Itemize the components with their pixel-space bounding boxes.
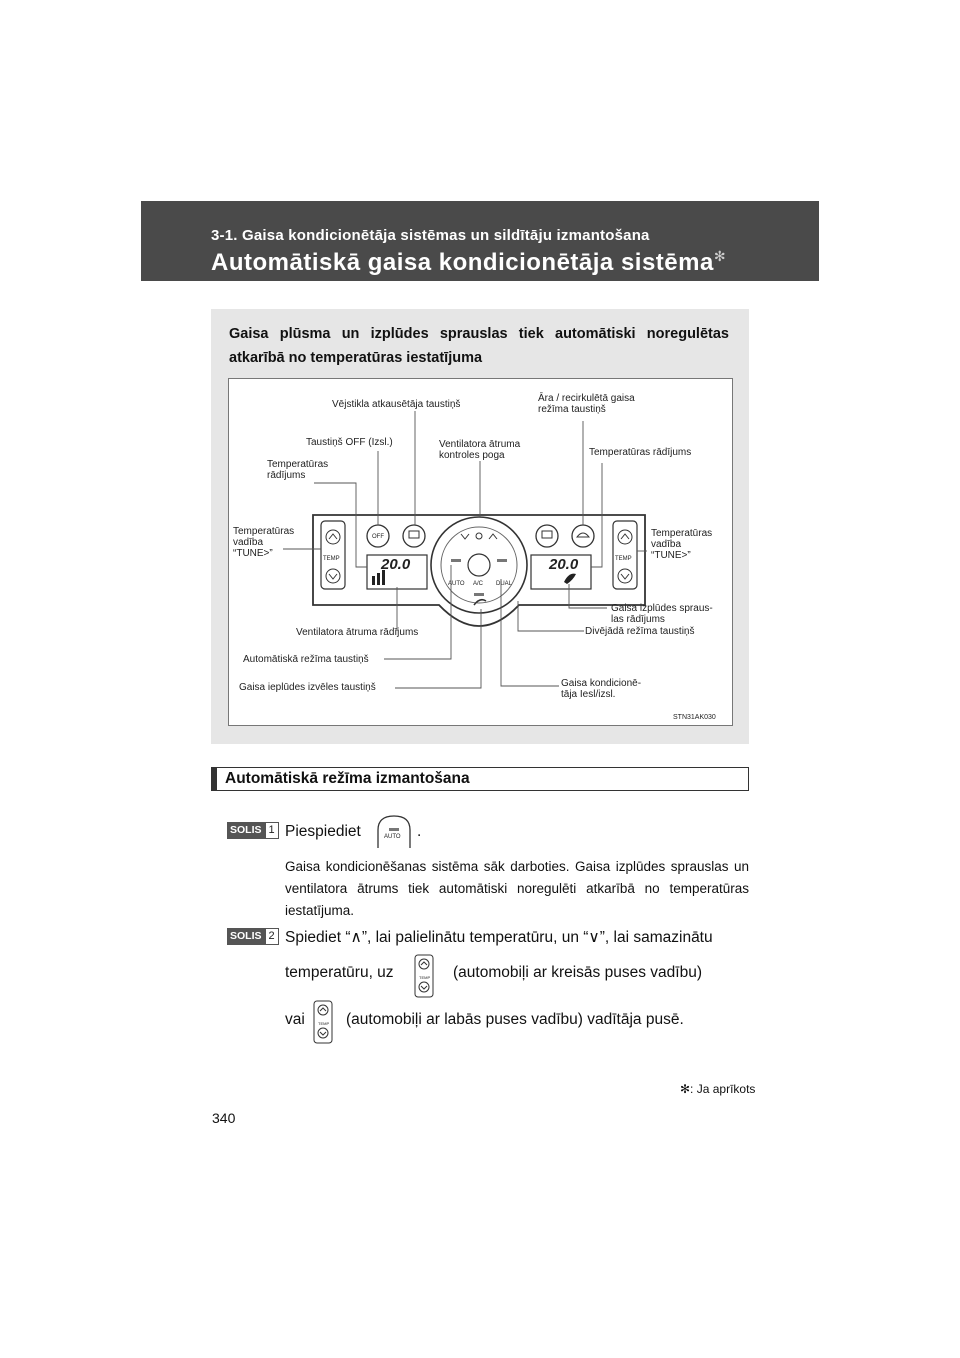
page-title-text: Automātiskā gaisa kondicionētāja sistēma <box>211 249 714 276</box>
label-ac: Gaisa kondicionē- tāja Iesl/izsl. <box>561 678 642 700</box>
label-temp-control-right: Temperatūras vadība “TUNE>” <box>651 528 713 561</box>
panel-off-text: OFF <box>372 534 384 540</box>
panel-left-temp-readout: 20.0 <box>381 556 411 573</box>
label-dual: Divējādā režīma taustiņš <box>585 626 695 637</box>
panel-right-temp-readout: 20.0 <box>549 556 579 573</box>
step-1-badge-word: SOLIS <box>227 822 265 839</box>
label-recirc: Āra / recirkulētā gaisa režīma taustiņš <box>538 393 635 415</box>
panel-ac-text: A/C <box>473 581 484 587</box>
intro-text: Gaisa plūsma un izplūdes sprauslas tiek … <box>229 326 729 366</box>
label-temp-display-left: Temperatūras rādījums <box>267 459 329 481</box>
label-temp-control-left: Temperatūras vadība “TUNE>” <box>233 526 295 559</box>
section-title: Automātiskā režīma izmantošana <box>225 770 470 787</box>
label-intake: Gaisa ieplūdes izvēles taustiņš <box>239 682 376 693</box>
step-2-badge-word: SOLIS <box>227 928 265 945</box>
label-auto: Automātiskā režīma taustiņš <box>243 654 369 665</box>
label-off: Taustiņš OFF (Izsl.) <box>306 437 393 448</box>
chapter-subtitle: 3-1. Gaisa kondicionētāja sistēmas un si… <box>211 227 650 244</box>
step-1-badge-number: 1 <box>264 822 279 839</box>
step-2-line2b: (automobiļi ar kreisās puses vadību) <box>453 964 702 981</box>
step-2-line3b: (automobiļi ar labās puses vadību) vadīt… <box>346 1011 684 1028</box>
step-1-instruction: Piespiediet <box>285 823 361 840</box>
temp-switch-icon-right-label: TEMP <box>318 1021 330 1026</box>
step-2-line2a: temperatūru, uz <box>285 964 394 981</box>
info-box: Gaisa plūsma un izplūdes sprauslas tiek … <box>211 309 749 744</box>
auto-button-icon-label: AUTO <box>384 834 401 840</box>
temp-switch-icon-left <box>414 954 434 998</box>
panel-temp-right-text: TEMP <box>615 556 632 562</box>
step-2-line3a: vai <box>285 1011 305 1028</box>
panel-temp-left-text: TEMP <box>323 556 340 562</box>
label-fan-display: Ventilatora ātruma rādījums <box>296 627 419 638</box>
panel-dual-text: DUAL <box>496 581 513 587</box>
temp-switch-icon-left-label: TEMP <box>419 975 431 980</box>
panel-auto-text: AUTO <box>448 581 465 587</box>
step-2-badge-number: 2 <box>264 928 279 945</box>
climate-panel-diagram: OFF TEMP TEMP 20.0 20.0 AUTO A/C DUAL Vē… <box>228 378 733 726</box>
label-fan-knob: Ventilatora ātruma kontroles poga <box>439 439 521 461</box>
figure-code: STN31AK030 <box>673 714 716 721</box>
label-outlet-display: Gaisa izplūdes spraus- las rādījums <box>611 603 713 625</box>
step-1-badge: SOLIS 1 <box>227 822 279 839</box>
step-2-badge: SOLIS 2 <box>227 928 279 945</box>
auto-button-icon <box>377 815 411 848</box>
page-number: 340 <box>212 1110 236 1126</box>
panel-illustration <box>283 411 647 689</box>
step-1-description: Gaisa kondicionēšanas sistēma sāk darbot… <box>285 859 749 918</box>
label-temp-display-right: Temperatūras rādījums <box>589 447 692 458</box>
optional-mark: ✻ <box>713 248 727 264</box>
step-1-period: . <box>417 823 422 840</box>
label-defroster: Vējstikla atkausētāja taustiņš <box>332 399 461 410</box>
step-2-line1: Spiediet “∧”, lai palielinātu temperatūr… <box>285 929 713 946</box>
temp-switch-icon-right <box>313 1000 333 1044</box>
chapter-header: 3-1. Gaisa kondicionētāja sistēmas un si… <box>141 201 819 281</box>
footnote: ✻: Ja aprīkots <box>680 1082 756 1096</box>
page-title: Automātiskā gaisa kondicionētāja sistēma… <box>211 248 726 277</box>
section-heading: Automātiskā režīma izmantošana <box>211 767 749 791</box>
